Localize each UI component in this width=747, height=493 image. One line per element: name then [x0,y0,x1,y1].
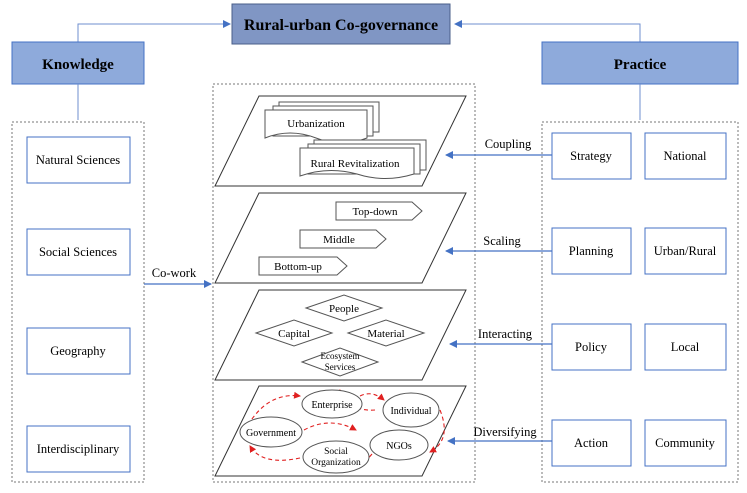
doc-stack-urbanization: Urbanization [264,101,380,144]
knowledge-card [26,136,131,184]
practice-container [541,121,739,483]
practice-card-left [551,323,632,371]
arrow-label: Diversifying [473,425,537,439]
practice-left-item: Policy [575,340,608,354]
knowledge-item: Interdisciplinary [37,442,120,456]
layer-interacting [214,289,467,381]
doc-stack-rural: Rural Revitalization [299,139,427,179]
node-diamond [304,294,384,322]
actor-label: NGOs [386,441,412,452]
node-label: Services [325,362,356,372]
arrow-label: Interacting [478,327,533,341]
practice-left-item: Action [574,436,609,450]
actor-ellipse [239,416,303,448]
arrow-label: Coupling [485,137,532,151]
practice-right-item: Local [671,340,700,354]
knowledge-items: Natural Sciences Social Sciences Geograp… [26,136,131,473]
practice-header [541,41,739,85]
knowledge-card [26,228,131,276]
knowledge-card [26,425,131,473]
level-label: Middle [323,234,355,246]
level-tag [258,256,348,276]
practice-left-item: Strategy [570,149,612,163]
knowledge-item: Social Sciences [39,245,117,259]
knowledge-container [11,121,145,483]
practice-left-item: Planning [569,244,614,258]
title-text: Rural-urban Co-governance [244,17,438,34]
doc-label: Urbanization [287,118,345,130]
node-diamond [254,319,334,347]
level-tag [299,229,387,249]
actor-ellipse [301,389,363,419]
practice-card-right [644,132,727,180]
node-label: People [329,303,359,315]
practice-right-item: Community [655,436,715,450]
knowledge-card [26,327,131,375]
level-label: Top-down [352,206,398,218]
node-label: Material [367,328,404,340]
knowledge-item: Natural Sciences [36,153,120,167]
practice-card-left [551,227,632,275]
node-diamond [300,347,380,377]
practice-card-right [644,323,727,371]
cowork-label: Co-work [152,266,197,280]
knowledge-header-label: Knowledge [42,57,114,73]
node-label: Ecosystem [321,351,360,361]
practice-card-right [644,227,727,275]
actor-label: Government [246,428,296,439]
practice-card-right [644,419,727,467]
node-label: Capital [278,328,310,340]
actor-ellipse [369,429,429,461]
practice-card-left [551,419,632,467]
practice-right-item: National [663,149,707,163]
level-label: Bottom-up [274,261,322,273]
actor-label: Individual [390,406,431,417]
title-box [231,3,451,45]
node-diamond [346,319,426,347]
actor-label: Enterprise [311,400,353,411]
practice-card-left [551,132,632,180]
top-connectors [77,20,641,42]
center-container [212,83,476,483]
actor-label: Organization [311,458,361,468]
practice-header-label: Practice [614,57,667,73]
doc-label: Rural Revitalization [311,158,400,170]
practice-right-item: Urban/Rural [654,244,717,258]
actor-ellipse [302,440,370,474]
knowledge-item: Geography [50,344,106,358]
practice-items: Strategy National Planning Urban/Rural P… [551,132,727,467]
arrow-label: Scaling [483,234,521,248]
actor-label: Social [324,447,348,457]
knowledge-header [11,41,145,85]
actor-ellipse [382,392,440,428]
level-tag [335,201,423,221]
